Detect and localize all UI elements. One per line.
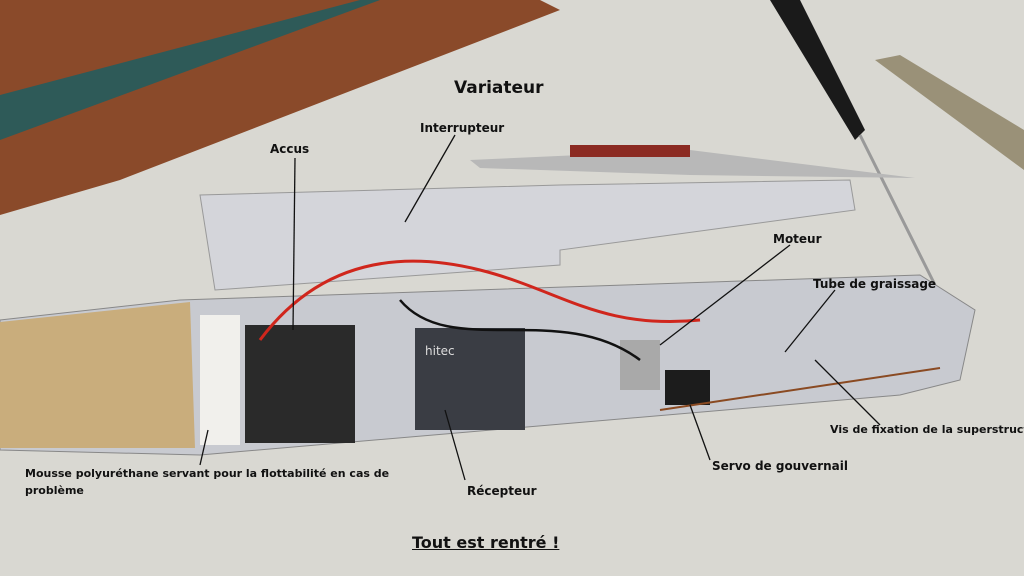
wooden-board — [0, 0, 560, 215]
label-interrupteur: Interrupteur — [420, 121, 505, 135]
annotation-lines — [199, 134, 881, 481]
superstructure — [199, 179, 856, 291]
label-vis: Vis de fixation de la superstructure — [830, 423, 1024, 436]
black-wire — [399, 299, 641, 362]
receiver — [415, 328, 525, 430]
label-servo: Servo de gouvernail — [712, 459, 848, 473]
screwdriver — [770, 0, 865, 140]
battery-pack — [245, 325, 355, 443]
red-wire — [258, 259, 701, 341]
label-moteur: Moteur — [773, 232, 822, 246]
label-mousse: Mousse polyuréthane servant pour la flot… — [25, 467, 390, 497]
wooden-deck — [0, 302, 195, 448]
foam-block — [200, 315, 240, 445]
label-accus: Accus — [270, 142, 310, 156]
scalpel — [875, 55, 1024, 170]
servo — [665, 370, 710, 405]
screwdriver-shaft — [858, 134, 937, 286]
caption: Tout est rentré ! — [412, 533, 560, 552]
tweezers-grip — [570, 145, 690, 157]
label-variateur: Variateur — [454, 78, 544, 98]
label-recepteur: Récepteur — [467, 484, 537, 498]
rudder-rod — [659, 367, 941, 411]
label-tube: Tube de graissage — [813, 277, 937, 291]
receiver-brand: hitec — [425, 344, 455, 358]
painted-wave-strip — [0, 0, 380, 140]
motor — [620, 340, 660, 390]
tweezers — [470, 150, 915, 178]
